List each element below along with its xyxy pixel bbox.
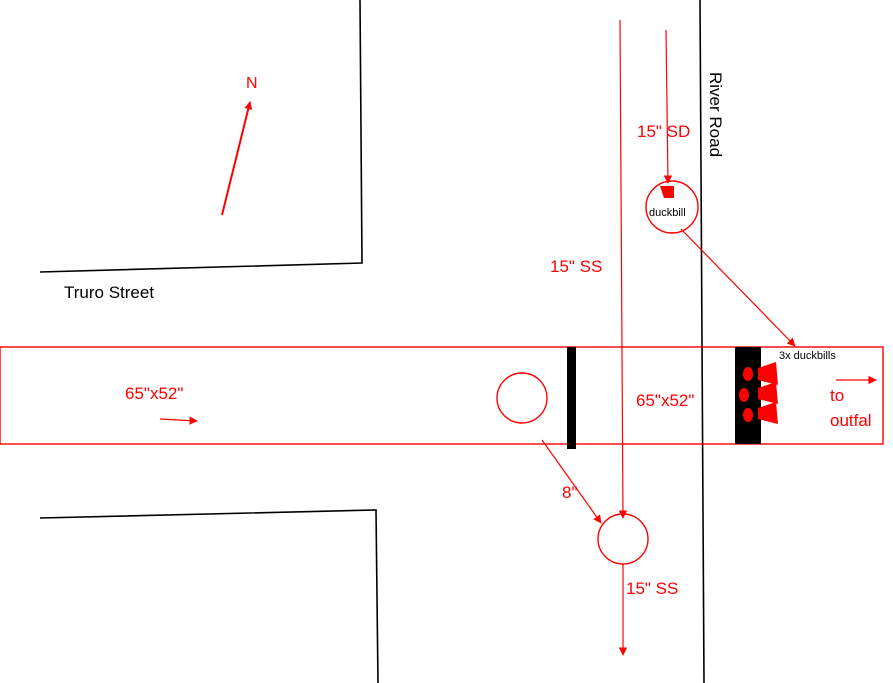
sanitary-sewer-15in xyxy=(618,19,628,519)
culvert-manhole xyxy=(496,372,548,424)
pipe-8in xyxy=(541,439,602,524)
culvert-flow-arrow xyxy=(159,416,198,425)
culvert-label-left: 65"x52" xyxy=(125,384,183,403)
triple-duckbills-label: 3x duckbills xyxy=(779,350,836,362)
sanitary-sewer-lower-label: 15" SS xyxy=(626,579,678,598)
outfall-label-line2: outfal xyxy=(830,411,872,430)
duckbill-valve xyxy=(660,186,674,198)
duckbill-manhole xyxy=(645,180,699,234)
sanitary-manhole xyxy=(597,513,649,565)
duckbill-label: duckbill xyxy=(649,207,686,219)
culvert-label-right: 65"x52" xyxy=(636,391,694,410)
culvert-bulkhead xyxy=(567,347,576,449)
north-label: N xyxy=(246,75,258,92)
block-outline-southwest xyxy=(39,509,379,683)
sanitary-sewer-upper-label: 15" SS xyxy=(550,257,602,276)
storm-drain-label: 15" SD xyxy=(637,122,690,141)
duckbill-connection-arrow xyxy=(680,228,796,347)
pipe-8in-label: 8" xyxy=(562,483,578,502)
culvert-outline xyxy=(0,346,884,445)
north-arrow xyxy=(221,101,253,216)
river-road-label: River Road xyxy=(706,72,725,157)
block-outline-northwest xyxy=(39,0,363,273)
triple-duckbill-valves xyxy=(739,362,778,424)
storm-drain-15in xyxy=(663,29,673,184)
river-road-edge xyxy=(699,0,705,683)
truro-street-label: Truro Street xyxy=(64,283,154,302)
outfall-label-line1: to xyxy=(830,386,844,405)
